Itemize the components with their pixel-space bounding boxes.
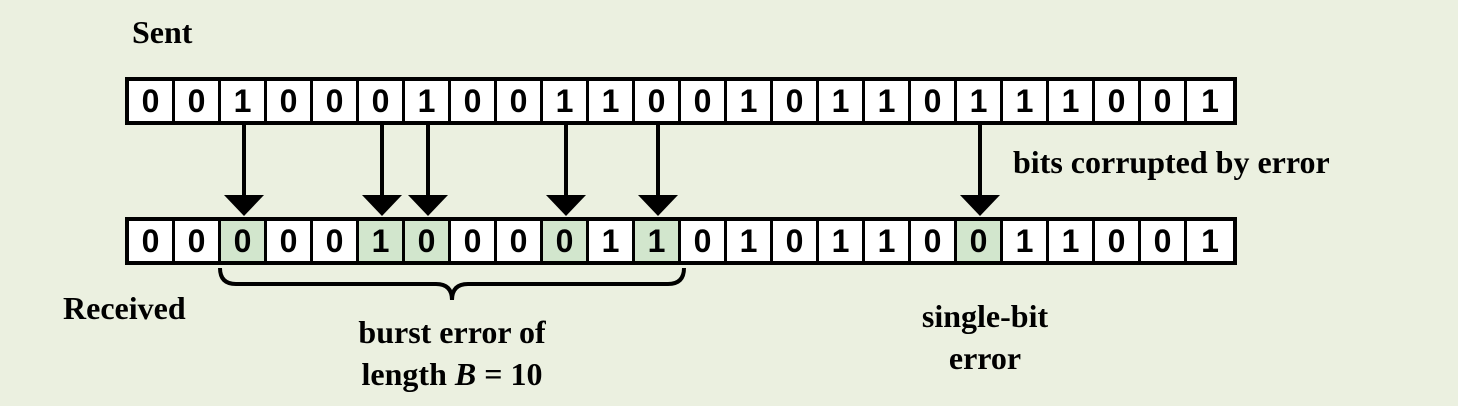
corruption-arrowhead-9 [546, 195, 586, 216]
corruption-arrowhead-6 [408, 195, 448, 216]
sent-bit-22: 0 [1141, 81, 1187, 121]
received-bit-12: 0 [681, 221, 727, 261]
burst-error-line2: length B = 10 [322, 353, 582, 395]
received-bit-6: 0 [405, 221, 451, 261]
sent-bit-20: 1 [1049, 81, 1095, 121]
received-bit-0: 0 [129, 221, 175, 261]
corruption-arrowhead-5 [362, 195, 402, 216]
received-bit-18: 0 [957, 221, 1003, 261]
sent-bit-19: 1 [1003, 81, 1049, 121]
sent-bit-16: 1 [865, 81, 911, 121]
received-bit-5: 1 [359, 221, 405, 261]
burst-length-variable: B [454, 356, 477, 392]
received-bit-22: 0 [1141, 221, 1187, 261]
sent-bit-14: 0 [773, 81, 819, 121]
sent-bit-2: 1 [221, 81, 267, 121]
single-bit-error-line2: error [948, 340, 1022, 376]
sent-bit-13: 1 [727, 81, 773, 121]
received-bit-11: 1 [635, 221, 681, 261]
received-bit-15: 1 [819, 221, 865, 261]
sent-bit-0: 0 [129, 81, 175, 121]
sent-label: Sent [132, 14, 193, 50]
corruption-arrowhead-18 [960, 195, 1000, 216]
sent-bit-15: 1 [819, 81, 865, 121]
received-bit-16: 1 [865, 221, 911, 261]
received-bit-14: 0 [773, 221, 819, 261]
sent-bit-5: 0 [359, 81, 405, 121]
sent-bit-1: 0 [175, 81, 221, 121]
received-bit-17: 0 [911, 221, 957, 261]
corruption-arrowhead-11 [638, 195, 678, 216]
received-bit-21: 0 [1095, 221, 1141, 261]
sent-bit-18: 1 [957, 81, 1003, 121]
sent-bit-8: 0 [497, 81, 543, 121]
sent-bit-3: 0 [267, 81, 313, 121]
received-bit-7: 0 [451, 221, 497, 261]
sent-bit-23: 1 [1201, 82, 1219, 119]
received-bit-20: 1 [1049, 221, 1095, 261]
received-bit-13: 1 [727, 221, 773, 261]
single-bit-error-label: single-bit error [885, 295, 1085, 379]
burst-brace [218, 267, 686, 301]
sent-bit-10: 1 [589, 81, 635, 121]
sent-bit-7: 0 [451, 81, 497, 121]
received-bit-3: 0 [267, 221, 313, 261]
sent-bit-17: 0 [911, 81, 957, 121]
sent-bit-6: 1 [405, 81, 451, 121]
received-bit-23: 1 [1201, 222, 1219, 259]
received-bit-9: 0 [543, 221, 589, 261]
single-bit-error-line1: single-bit [921, 298, 1049, 334]
burst-length-value: = 10 [476, 356, 543, 392]
received-bit-1: 0 [175, 221, 221, 261]
received-bit-8: 0 [497, 221, 543, 261]
burst-error-line1: burst error of [358, 314, 546, 350]
received-bit-2: 0 [221, 221, 267, 261]
sent-bit-4: 0 [313, 81, 359, 121]
received-label: Received [63, 290, 186, 326]
sent-bit-11: 0 [635, 81, 681, 121]
received-bit-19: 1 [1003, 221, 1049, 261]
received-bit-4: 0 [313, 221, 359, 261]
received-bit-10: 1 [589, 221, 635, 261]
sent-bit-12: 0 [681, 81, 727, 121]
burst-error-label: burst error of length B = 10 [322, 311, 582, 395]
burst-length-prefix: length [361, 356, 455, 392]
bits-corrupted-label: bits corrupted by error [1013, 144, 1330, 180]
sent-bit-9: 1 [543, 81, 589, 121]
sent-bit-21: 0 [1095, 81, 1141, 121]
corruption-arrowhead-2 [224, 195, 264, 216]
